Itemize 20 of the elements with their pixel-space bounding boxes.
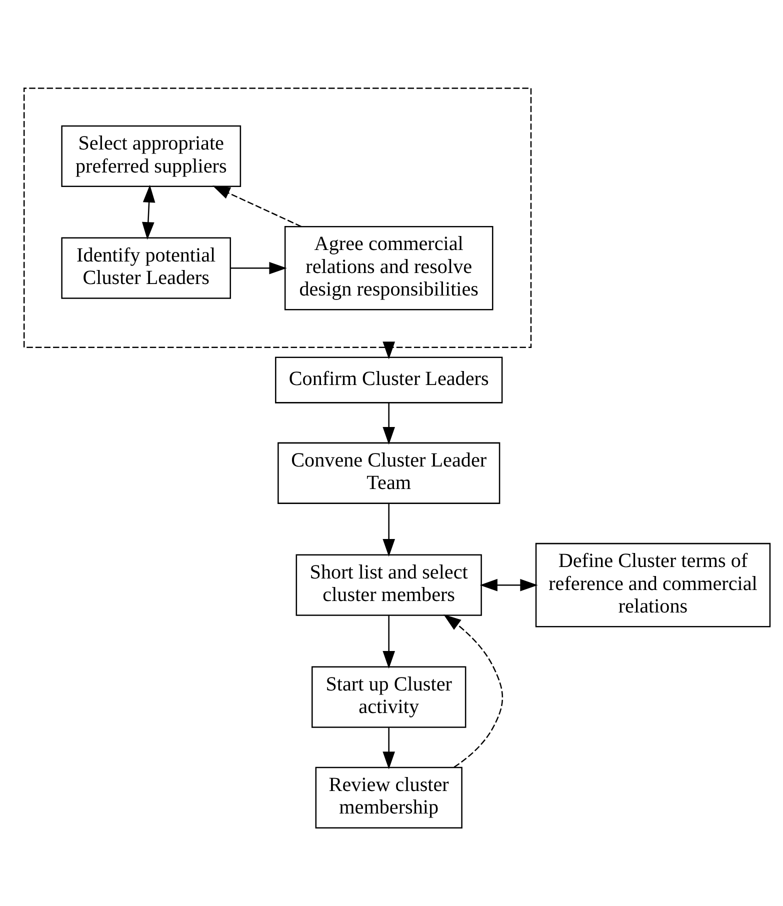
arrow	[479, 578, 538, 592]
arrow	[442, 614, 503, 768]
node-box: Convene Cluster Leader Team	[277, 442, 500, 504]
node-box: Confirm Cluster Leaders	[274, 356, 502, 404]
arrow	[382, 342, 395, 360]
arrow	[382, 402, 395, 445]
node-box: Start up Cluster activity	[311, 666, 466, 728]
node-box: Define Cluster terms of reference and commercial relations	[534, 542, 770, 628]
node-box: Select appropriate preferred suppliers	[60, 125, 241, 187]
arrow	[230, 262, 286, 274]
arrow	[382, 504, 395, 557]
arrow	[142, 184, 155, 240]
arrow	[382, 728, 395, 770]
arrow	[212, 186, 302, 228]
node-box: Short list and select cluster members	[295, 554, 482, 616]
node-box: Identify potential Cluster Leaders	[60, 237, 230, 299]
cluster	[22, 88, 532, 348]
node-box: Agree commercial relations and resolve design responsibilities	[284, 226, 493, 310]
node-box: Review cluster membership	[314, 766, 462, 828]
arrow	[382, 616, 395, 669]
